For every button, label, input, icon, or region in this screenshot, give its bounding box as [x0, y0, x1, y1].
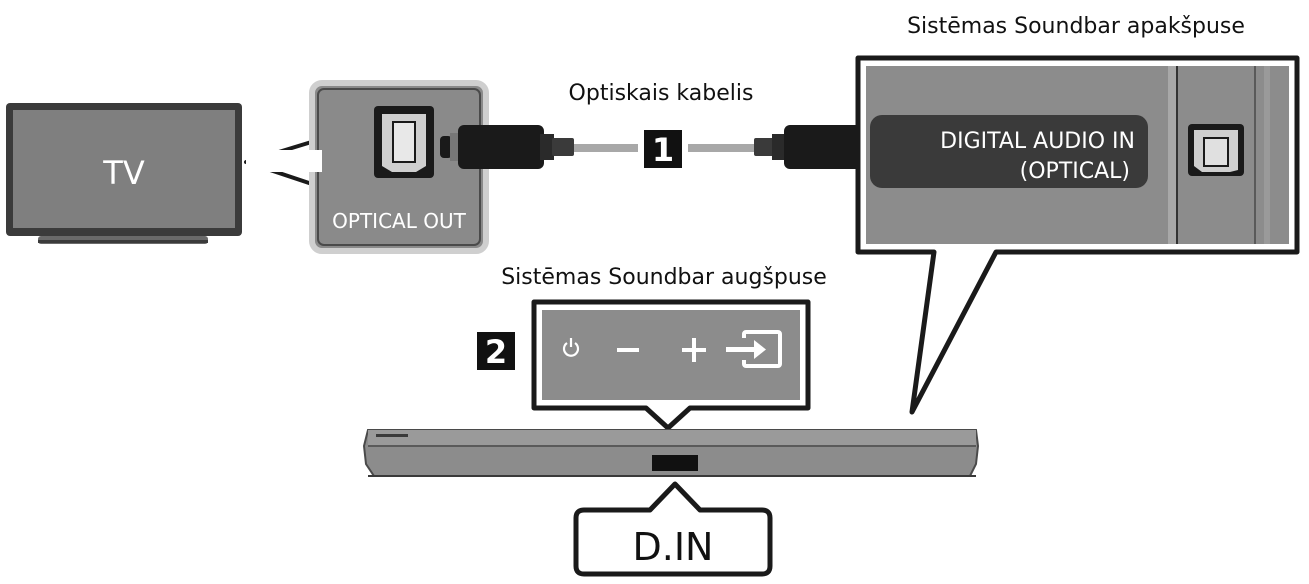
tv-label: TV	[102, 154, 145, 192]
optical-out-panel: OPTICAL OUT	[246, 80, 489, 254]
tv-illustration: TV	[6, 103, 242, 244]
step-2-number: 2	[485, 333, 507, 371]
optical-out-label: OPTICAL OUT	[332, 209, 466, 233]
display-text: D.IN	[633, 525, 714, 569]
soundbar	[362, 429, 980, 477]
power-icon	[562, 338, 580, 357]
step-2-badge: 2	[477, 332, 515, 371]
plus-icon	[682, 338, 706, 362]
step-1-badge: 1	[638, 130, 688, 170]
optical-port-icon	[374, 106, 434, 178]
display-callout: D.IN	[573, 481, 773, 577]
digital-audio-in-label: DIGITAL AUDIO IN	[940, 129, 1135, 154]
soundbar-top-callout	[531, 299, 811, 431]
optical-input-port-icon	[1188, 124, 1244, 176]
step-1-number: 1	[652, 131, 674, 169]
cable-label: Optiskais kabelis	[569, 81, 754, 106]
digital-audio-in-optical-label: (OPTICAL)	[1020, 159, 1130, 184]
top-side-label: Sistēmas Soundbar augšpuse	[501, 265, 827, 290]
bottom-side-label: Sistēmas Soundbar apakšpuse	[907, 14, 1245, 39]
source-input-icon	[726, 330, 782, 368]
soundbar-bottom-callout: DIGITAL AUDIO IN (OPTICAL)	[855, 55, 1300, 415]
minus-icon	[617, 348, 639, 352]
